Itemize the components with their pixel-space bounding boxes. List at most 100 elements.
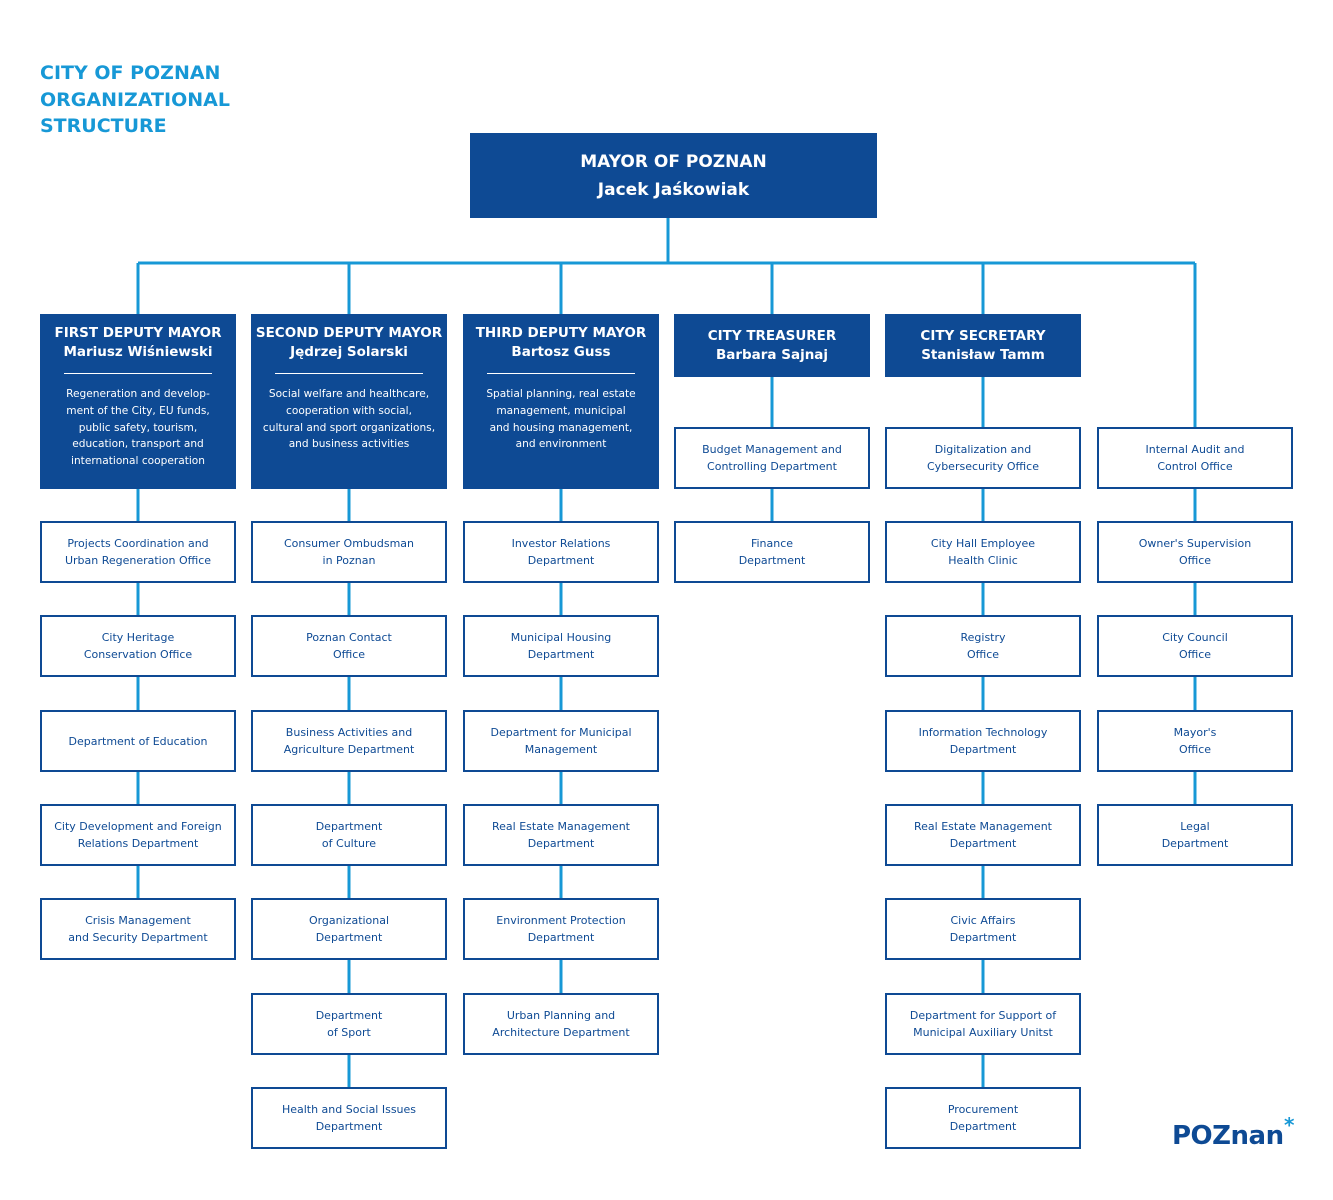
unit-label-line: Business Activities and — [285, 726, 413, 739]
unit-label-line: Legal — [1180, 820, 1210, 833]
unit-label-line: Conservation Office — [83, 648, 193, 661]
unit-label-line: Consumer Ombudsman — [283, 537, 415, 550]
logo-star-icon: * — [1284, 1113, 1294, 1137]
unit-label: Department of Culture — [316, 818, 383, 852]
unit-label-line: of Culture — [321, 837, 377, 850]
unit-label-line: Finance — [750, 537, 794, 550]
second-deputy-mayor-title: SECOND DEPUTY MAYOR — [255, 325, 443, 341]
unit-label: Department of Education — [69, 733, 208, 750]
title-line-1: CITY OF POZNAN — [40, 62, 221, 84]
unit-label-line: Municipal Auxiliary Unitst — [913, 1026, 1053, 1039]
city-treasurer-title: CITY TREASURER — [707, 327, 837, 344]
unit-label-line: Department — [315, 820, 383, 833]
unit-label-line: Crisis Management — [85, 914, 191, 927]
description-line: cultural and sport organizations, — [262, 421, 436, 434]
third-deputy-mayor-separator — [487, 373, 635, 374]
logo-text: POZnan — [1172, 1121, 1284, 1151]
unit-label-line: Department — [949, 1120, 1017, 1133]
unit-label-line: Department — [1161, 837, 1229, 850]
unit-label-line: and Security Department — [68, 931, 208, 944]
city-secretary-name: Stanisław Tamm — [921, 346, 1045, 363]
first-deputy-mayor-description: Regeneration and develop-ment of the Cit… — [60, 386, 216, 470]
second-deputy-mayor-description: Social welfare and healthcare,cooperatio… — [257, 386, 441, 453]
mayor-title: MAYOR OF POZNAN — [580, 151, 767, 172]
unit-label-line: Department for Municipal — [490, 726, 632, 739]
mayor-name: Jacek Jaśkowiak — [597, 179, 750, 200]
unit-label-line: City Hall Employee — [930, 537, 1036, 550]
unit-label: Crisis Management and Security Department — [68, 912, 207, 946]
unit-label-line: Relations Department — [77, 837, 199, 850]
description-line: Spatial planning, real estate — [486, 388, 636, 400]
title-line-3: STRUCTURE — [40, 115, 167, 137]
third-deputy-mayor-name: Bartosz Guss — [511, 344, 611, 360]
unit-label-line: Health Clinic — [948, 554, 1018, 567]
unit-label-line: Office — [1178, 554, 1212, 567]
unit-label-line: Health and Social Issues — [281, 1103, 417, 1116]
unit-label-line: Organizational — [308, 914, 390, 927]
unit-label-line: Department — [949, 743, 1017, 756]
unit-label-line: Department — [315, 1009, 383, 1022]
description-line: ment of the City, EU funds, — [66, 404, 210, 417]
unit-label-line: Urban Regeneration Office — [64, 554, 212, 567]
unit-label-line: Department — [527, 648, 595, 661]
description-line: and housing management, — [489, 421, 633, 434]
city-treasurer-head: CITY TREASURER Barbara Sajnaj — [674, 314, 870, 377]
unit-label-line: Real Estate Management — [914, 820, 1052, 833]
unit-label-line: Registry — [960, 631, 1006, 644]
unit-label-line: Department — [527, 931, 595, 944]
poznan-logo: POZnan * — [1172, 1113, 1294, 1151]
unit-label-line: Information Technology — [918, 726, 1048, 739]
unit-label-line: Environment Protection — [496, 914, 626, 927]
second-deputy-mayor-separator — [275, 373, 423, 374]
unit-label-line: Department for Support of — [909, 1009, 1057, 1022]
unit-label-line: Management — [524, 743, 598, 756]
unit-label: Department for Support of Municipal Auxil… — [910, 1007, 1056, 1041]
description-line: education, transport and — [72, 438, 204, 451]
unit-label-line: Architecture Department — [492, 1026, 630, 1039]
description-line: Regeneration and develop- — [66, 388, 210, 400]
description-line: and business activities — [288, 438, 410, 451]
unit-label-line: Municipal Housing — [510, 631, 612, 644]
unit-label-line: Department — [738, 554, 806, 567]
description-line: cooperation with social, — [286, 404, 412, 417]
city-treasurer-name: Barbara Sajnaj — [715, 346, 829, 363]
